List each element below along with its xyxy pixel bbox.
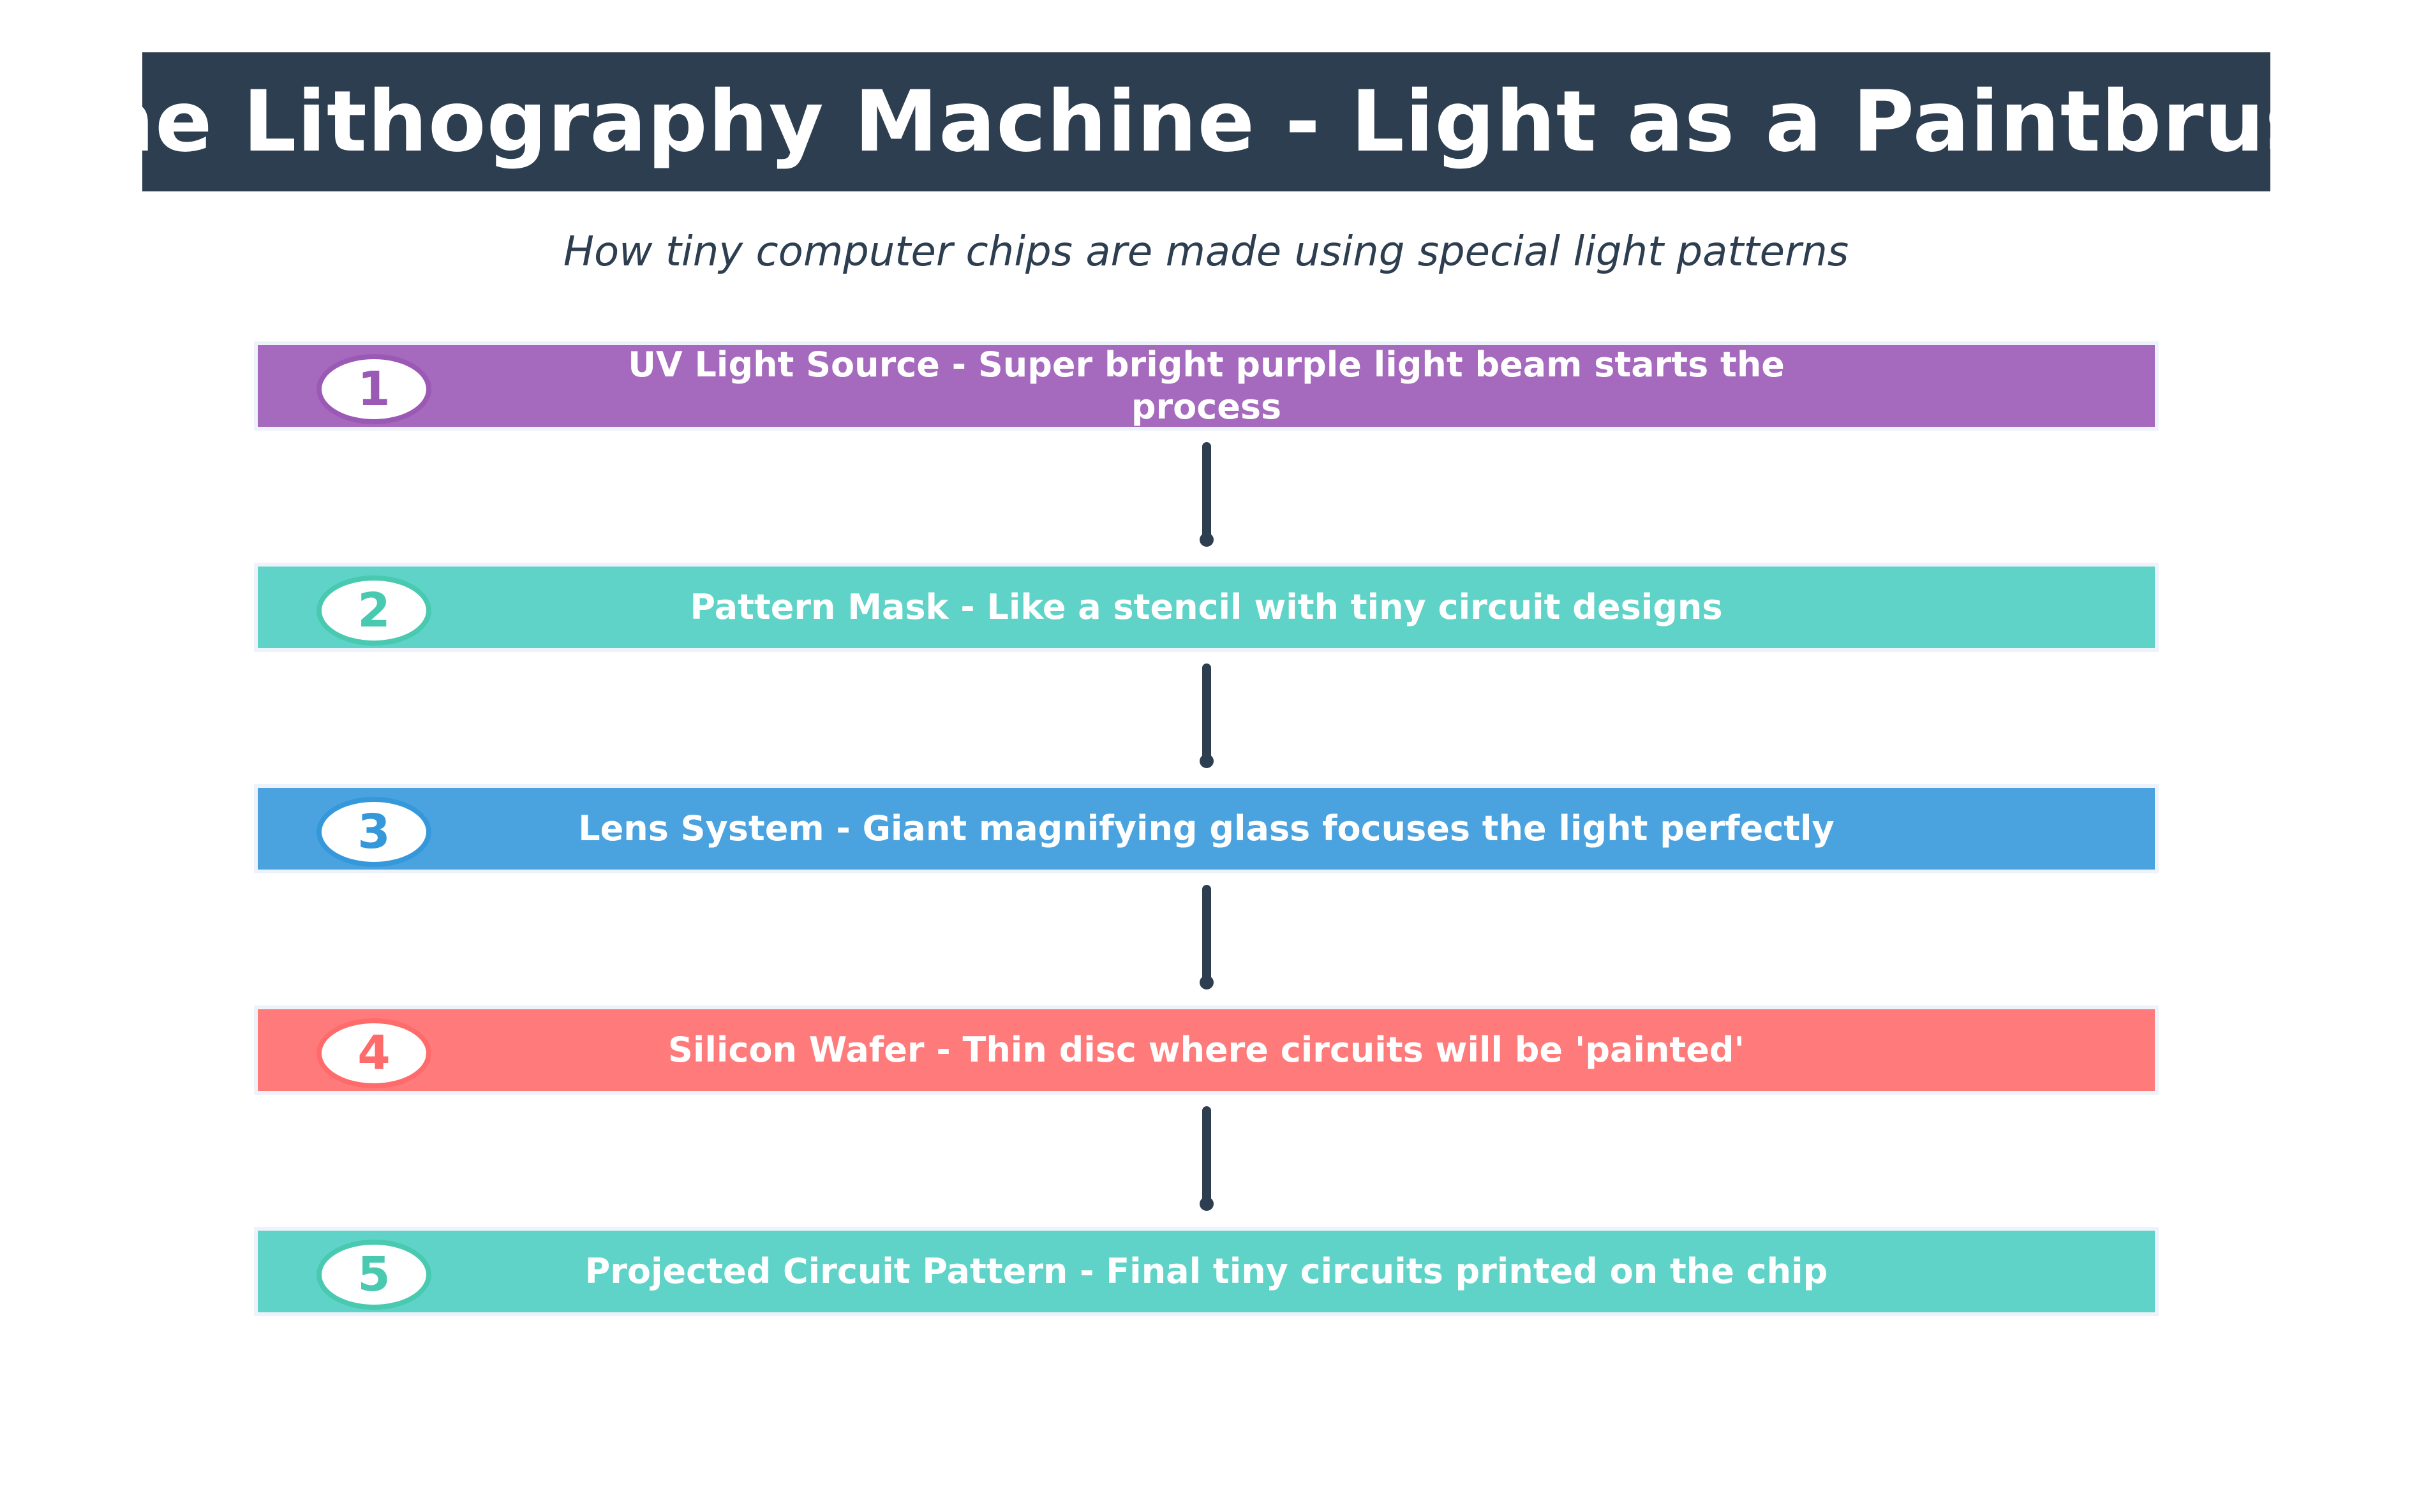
step-number-badge: 2 [316, 575, 431, 646]
step-label: Silicon Wafer - Thin disc where circuits… [667, 1030, 1745, 1070]
page-title: The Lithography Machine - Light as a Pai… [142, 73, 2270, 171]
flow-connector-arrow [1200, 442, 1214, 547]
step-box-silicon-wafer: 4 Silicon Wafer - Thin disc where circui… [254, 1005, 2159, 1095]
flow-connector-arrow [1200, 1106, 1214, 1211]
step-box-lens-system: 3 Lens System - Giant magnifying glass f… [254, 784, 2159, 873]
flow-connector-arrow [1200, 663, 1214, 768]
step-number-badge: 5 [316, 1240, 431, 1310]
step-label: Projected Circuit Pattern - Final tiny c… [584, 1251, 1828, 1291]
step-number-badge: 1 [316, 354, 431, 424]
step-number-badge: 3 [316, 797, 431, 867]
step-box-pattern-mask: 2 Pattern Mask - Like a stencil with tin… [254, 563, 2159, 652]
step-label: Lens System - Giant magnifying glass foc… [578, 808, 1835, 849]
step-number-badge: 4 [316, 1018, 431, 1088]
flow-connector-arrow [1200, 885, 1214, 989]
step-box-projected-circuit-pattern: 5 Projected Circuit Pattern - Final tiny… [254, 1227, 2159, 1316]
page-subtitle: How tiny computer chips are made using s… [563, 228, 1849, 276]
step-label: Pattern Mask - Like a stencil with tiny … [690, 587, 1723, 627]
step-box-uv-light-source: 1 UV Light Source - Super bright purple … [254, 341, 2159, 431]
title-banner: The Lithography Machine - Light as a Pai… [142, 52, 2270, 191]
step-label: UV Light Source - Super bright purple li… [628, 345, 1785, 427]
